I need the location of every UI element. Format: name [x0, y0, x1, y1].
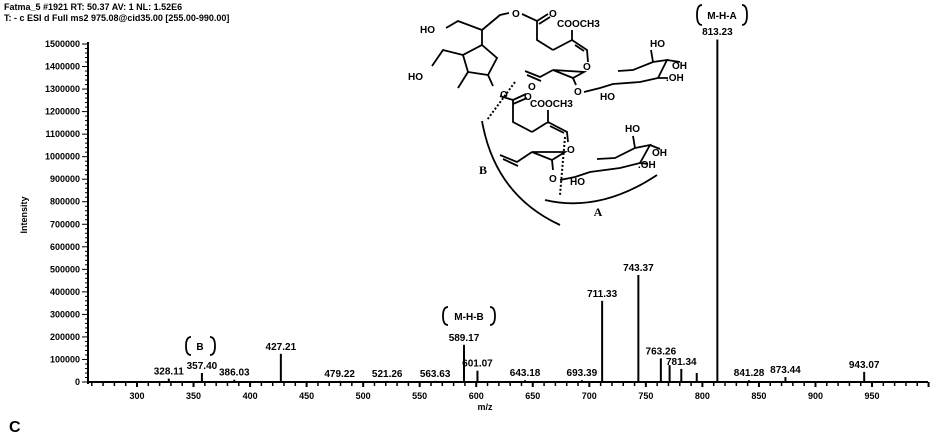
structure-atom-label: O [567, 145, 575, 156]
peak-label: 386.03 [219, 368, 250, 379]
structure-atom-label: .OH [666, 73, 684, 84]
x-tick-label: 650 [525, 391, 540, 401]
peak-label: 328.11 [154, 367, 184, 378]
peak-label: 563.63 [420, 369, 451, 380]
structure-atom-label: O [583, 62, 591, 73]
x-tick-label: 850 [751, 391, 766, 401]
structure-atom-label: HO [408, 72, 423, 83]
y-tick-label: 300000 [50, 309, 80, 319]
x-axis-label: m/z [477, 402, 493, 412]
peak-label: 873.44 [770, 365, 801, 376]
annotation-text: M-H-A [707, 11, 736, 22]
y-tick-label: 600000 [50, 242, 80, 252]
x-tick-label: 800 [695, 391, 710, 401]
x-tick-label: 750 [638, 391, 653, 401]
structure-atom-label: O [500, 90, 508, 101]
fragment-label-a: A [594, 205, 603, 219]
structure-atom-label: COOCH3 [530, 99, 573, 110]
peak-label: 521.26 [372, 369, 403, 380]
y-tick-label: 200000 [50, 332, 80, 342]
structure-atom-label: HO [600, 92, 615, 103]
structure-atom-label: O [549, 174, 557, 185]
y-tick-label: 900000 [50, 174, 80, 184]
peak-label: 711.33 [587, 289, 617, 300]
structure-atom-label: O [549, 9, 557, 20]
annotation-b: B [185, 336, 216, 356]
x-tick-label: 300 [129, 391, 144, 401]
structure-atom-label: O [574, 87, 582, 98]
peak-label: 643.18 [510, 368, 541, 379]
y-tick-label: 1300000 [45, 84, 80, 94]
structure-atom-label: HO [650, 39, 665, 50]
x-tick-label: 400 [243, 391, 258, 401]
y-tick-label: 500000 [50, 264, 80, 274]
x-tick-label: 950 [865, 391, 880, 401]
y-tick-label: 1000000 [45, 152, 80, 162]
structure-atom-label: HO [570, 177, 585, 188]
y-axis-label: Intensity [19, 196, 29, 233]
peak-label: 813.23 [702, 27, 733, 38]
y-tick-label: 1400000 [45, 62, 80, 72]
structure-atom-label: .OH [638, 160, 656, 171]
scan-header-line1: Fatma_5 #1921 RT: 50.37 AV: 1 NL: 1.52E6 [4, 2, 182, 12]
peak-label: 781.34 [666, 357, 697, 368]
structure-atom-label: O [528, 82, 536, 93]
peak-label: 763.26 [646, 346, 677, 357]
y-tick-label: 1500000 [45, 39, 80, 49]
structure-atom-label: HO [420, 25, 435, 36]
structure-atom-label: OH [652, 148, 667, 159]
peak-label: 479.22 [324, 369, 355, 380]
axes: 0 100000 200000 300000 400000 500000 600000 700… [45, 39, 930, 401]
y-tick-label: 0 [75, 377, 80, 387]
peak-label: 601.07 [462, 359, 493, 370]
structure-atom-label: COOCH3 [557, 19, 600, 30]
x-tick-label: 550 [412, 391, 427, 401]
y-tick-label: 800000 [50, 197, 80, 207]
y-tick-label: 1100000 [45, 129, 80, 139]
x-tick-label: 900 [808, 391, 823, 401]
peak-label: 743.37 [623, 263, 654, 274]
y-tick-label: 100000 [50, 354, 80, 364]
annotation-text: M-H-B [454, 312, 483, 323]
y-tick-label: 1200000 [45, 107, 80, 117]
peak-label: 427.21 [266, 342, 297, 353]
x-tick-label: 450 [299, 391, 314, 401]
peak-label: 357.40 [187, 361, 218, 372]
fragment-label-b: B [479, 163, 487, 177]
peak-label: 841.28 [734, 368, 765, 379]
scan-header-line2: T: - c ESI d Full ms2 975.08@cid35.00 [2… [4, 13, 229, 23]
annotation-text: B [196, 342, 203, 353]
structure-atom-label: O [512, 9, 520, 20]
peak-label: 943.07 [849, 360, 880, 371]
structure-atom-label: OH [672, 61, 687, 72]
peak-label: 589.17 [449, 333, 480, 344]
x-tick-label: 350 [186, 391, 201, 401]
structure-atom-label: O [524, 92, 532, 103]
panel-label: C [9, 419, 21, 436]
x-tick-label: 600 [469, 391, 484, 401]
x-tick-label: 700 [582, 391, 597, 401]
y-tick-label: 400000 [50, 287, 80, 297]
y-tick-label: 700000 [50, 219, 80, 229]
structure-atom-label: HO [625, 124, 640, 135]
x-tick-label: 500 [356, 391, 371, 401]
annotation-m-h-b: M-H-B [442, 306, 496, 326]
annotation-m-h-a: M-H-A [696, 4, 748, 26]
peak-label: 693.39 [567, 368, 598, 379]
